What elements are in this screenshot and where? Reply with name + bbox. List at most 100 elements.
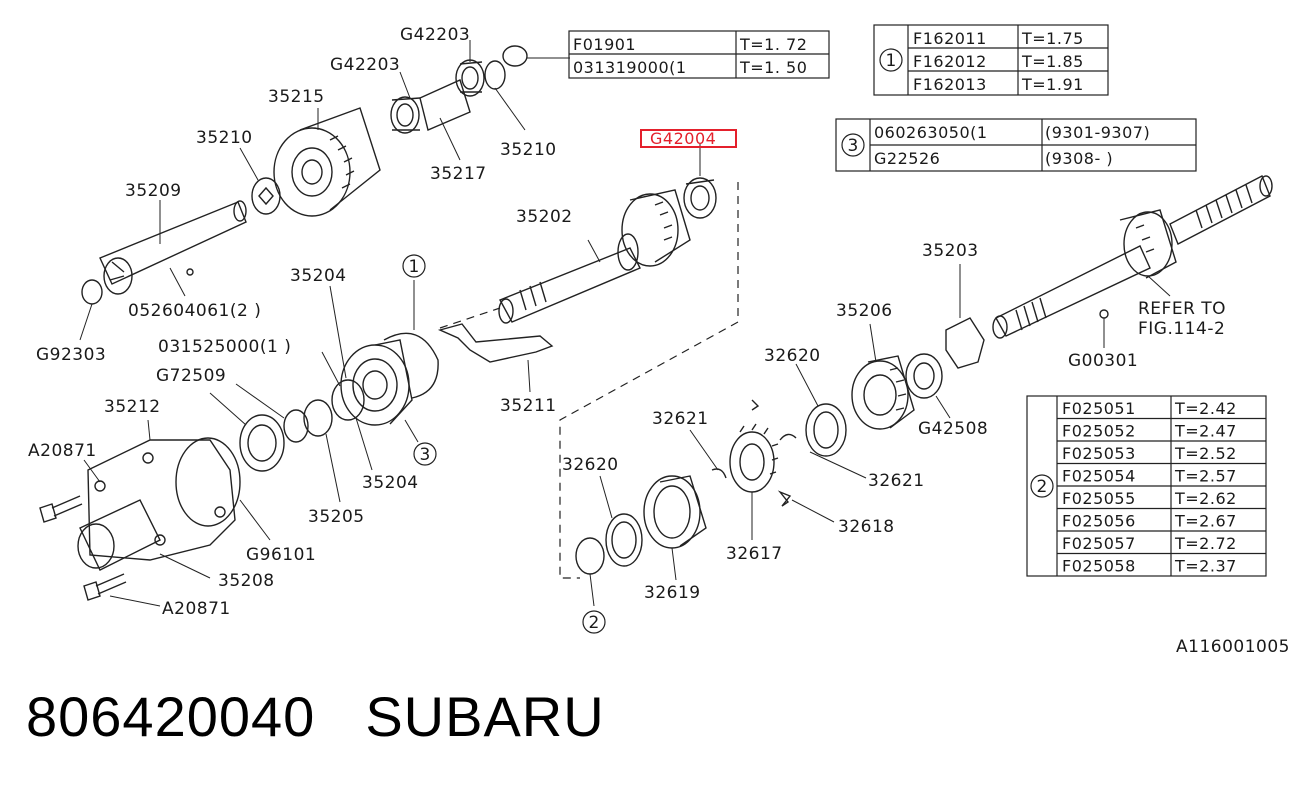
label-35209: 35209 bbox=[125, 181, 182, 201]
synchro-ring-32620-right bbox=[805, 403, 847, 457]
needle-bearing-g42203-lower bbox=[390, 96, 421, 134]
highlight-box bbox=[640, 129, 737, 148]
footer-part-number: 806420040 bbox=[26, 685, 316, 748]
collar-35217-part bbox=[419, 79, 471, 131]
table-1: 1 F162011 T=1.75 F162012 T=1.85 F162013 … bbox=[873, 24, 1109, 96]
label-32617: 32617 bbox=[726, 544, 783, 564]
bevel-gear-35215 bbox=[273, 107, 381, 217]
table-2-part-6: F025056 bbox=[1062, 512, 1136, 531]
table-2-part-4: F025054 bbox=[1062, 467, 1136, 486]
label-35210-left: 35210 bbox=[196, 128, 253, 148]
label-refer-line1: REFER TO bbox=[1138, 299, 1226, 319]
label-35210-right: 35210 bbox=[500, 140, 557, 160]
label-35206: 35206 bbox=[836, 301, 893, 321]
callout-circle-2-text: 2 bbox=[589, 613, 600, 633]
spring-32621-right bbox=[779, 433, 797, 441]
hub-32617-part bbox=[729, 431, 775, 493]
label-32620-left: 32620 bbox=[562, 455, 619, 475]
bolt-a20871-upper bbox=[39, 495, 83, 523]
label-35211: 35211 bbox=[500, 396, 557, 416]
ball-bearing-35204 bbox=[340, 339, 413, 426]
callout-circle-2 bbox=[582, 610, 606, 634]
label-031525000: 031525000(1 ) bbox=[158, 337, 291, 357]
label-g96101: G96101 bbox=[246, 545, 316, 565]
label-35217: 35217 bbox=[430, 164, 487, 184]
leader-lines-upper-left bbox=[79, 40, 570, 341]
label-35204-bottom: 35204 bbox=[362, 473, 419, 493]
label-35212: 35212 bbox=[104, 397, 161, 417]
table-2-part-8: F025058 bbox=[1062, 557, 1136, 576]
table-2-value-6: T=2.67 bbox=[1174, 512, 1237, 531]
label-35202: 35202 bbox=[516, 207, 573, 227]
seal-35205-part bbox=[303, 399, 333, 437]
pin-052604061-part bbox=[186, 268, 194, 276]
needle-bearing-g42203-upper bbox=[455, 59, 485, 97]
table-1-value-3: T=1.91 bbox=[1021, 75, 1084, 94]
snap-ring-circle2-part bbox=[575, 537, 605, 575]
table-f019-value-1: T=1. 72 bbox=[739, 35, 807, 54]
shaft-35209 bbox=[99, 200, 247, 295]
needle-bearing-g42004 bbox=[683, 177, 717, 219]
label-g72509: G72509 bbox=[156, 366, 226, 386]
table-2-part-1: F025051 bbox=[1062, 399, 1136, 418]
table-3-part-1: 060263050(1 bbox=[874, 123, 988, 142]
oil-seal-g72509-part bbox=[239, 414, 285, 472]
table-3-value-1: (9301-9307) bbox=[1045, 123, 1150, 142]
highlighted-part-g42004[interactable]: G42004 bbox=[640, 129, 737, 148]
footer-brand: SUBARU bbox=[365, 685, 605, 748]
synchro-assembly bbox=[575, 317, 985, 575]
table-2-part-5: F025055 bbox=[1062, 489, 1136, 508]
label-g42203-mid: G42203 bbox=[330, 55, 400, 75]
table-2-value-1: T=2.42 bbox=[1174, 399, 1237, 418]
page-footer: 806420040 SUBARU bbox=[26, 684, 655, 749]
leader-lines-mid-left bbox=[83, 144, 701, 607]
collar-35203-part bbox=[945, 317, 985, 369]
main-shaft bbox=[992, 175, 1273, 339]
callout-circle-1-text: 1 bbox=[409, 257, 420, 277]
washer-35210-left bbox=[251, 177, 281, 215]
label-35203: 35203 bbox=[922, 241, 979, 261]
label-g92303: G92303 bbox=[36, 345, 106, 365]
table-f019: F01901 T=1. 72 031319000(1 T=1. 50 bbox=[568, 30, 830, 79]
table-2-value-7: T=2.72 bbox=[1174, 534, 1237, 553]
table-1-marker: 1 bbox=[886, 51, 897, 71]
table-1-part-2: F162012 bbox=[913, 52, 987, 71]
label-g42508: G42508 bbox=[918, 419, 988, 439]
label-g42203-top: G42203 bbox=[400, 25, 470, 45]
table-f019-part-1: F01901 bbox=[573, 35, 636, 54]
bracket-35211-part bbox=[437, 323, 554, 363]
diagram-code: A116001005 bbox=[1176, 637, 1290, 657]
ball-g00301-part bbox=[1099, 309, 1109, 319]
table-2-part-7: F025057 bbox=[1062, 534, 1136, 553]
label-a20871-top: A20871 bbox=[28, 441, 97, 461]
table-2-part-3: F025053 bbox=[1062, 444, 1136, 463]
needle-bearing-g42508 bbox=[905, 353, 943, 399]
snap-ring-part bbox=[502, 45, 528, 67]
snap-ring-circle1-part bbox=[383, 332, 439, 399]
shaft-axis-dashed bbox=[439, 307, 501, 329]
table-2-part-2: F025052 bbox=[1062, 422, 1136, 441]
label-g00301: G00301 bbox=[1068, 351, 1138, 371]
leader-lines-lower-right bbox=[589, 264, 1171, 607]
table-2-value-4: T=2.57 bbox=[1174, 467, 1237, 486]
callout-circle-1 bbox=[402, 254, 426, 278]
assembly-boundary-dashed bbox=[559, 182, 739, 579]
washer-g92303-part bbox=[81, 279, 103, 305]
table-2-value-3: T=2.52 bbox=[1174, 444, 1237, 463]
spring-32621-part bbox=[711, 468, 727, 479]
label-35204-top: 35204 bbox=[290, 266, 347, 286]
key-32618-top bbox=[751, 399, 760, 411]
label-32618: 32618 bbox=[838, 517, 895, 537]
label-32621-top: 32621 bbox=[652, 409, 709, 429]
label-32619: 32619 bbox=[644, 583, 701, 603]
table-2-value-2: T=2.47 bbox=[1174, 422, 1237, 441]
callout-circle-3-text: 3 bbox=[420, 445, 431, 465]
table-f019-value-2: T=1. 50 bbox=[739, 58, 807, 77]
table-2-value-5: T=2.62 bbox=[1174, 489, 1237, 508]
label-35205: 35205 bbox=[308, 507, 365, 527]
part-labels: G42203 G42203 35215 35210 35210 35217 35… bbox=[28, 25, 1290, 657]
drive-pinion-shaft-35202 bbox=[498, 189, 691, 324]
label-32621-right: 32621 bbox=[868, 471, 925, 491]
